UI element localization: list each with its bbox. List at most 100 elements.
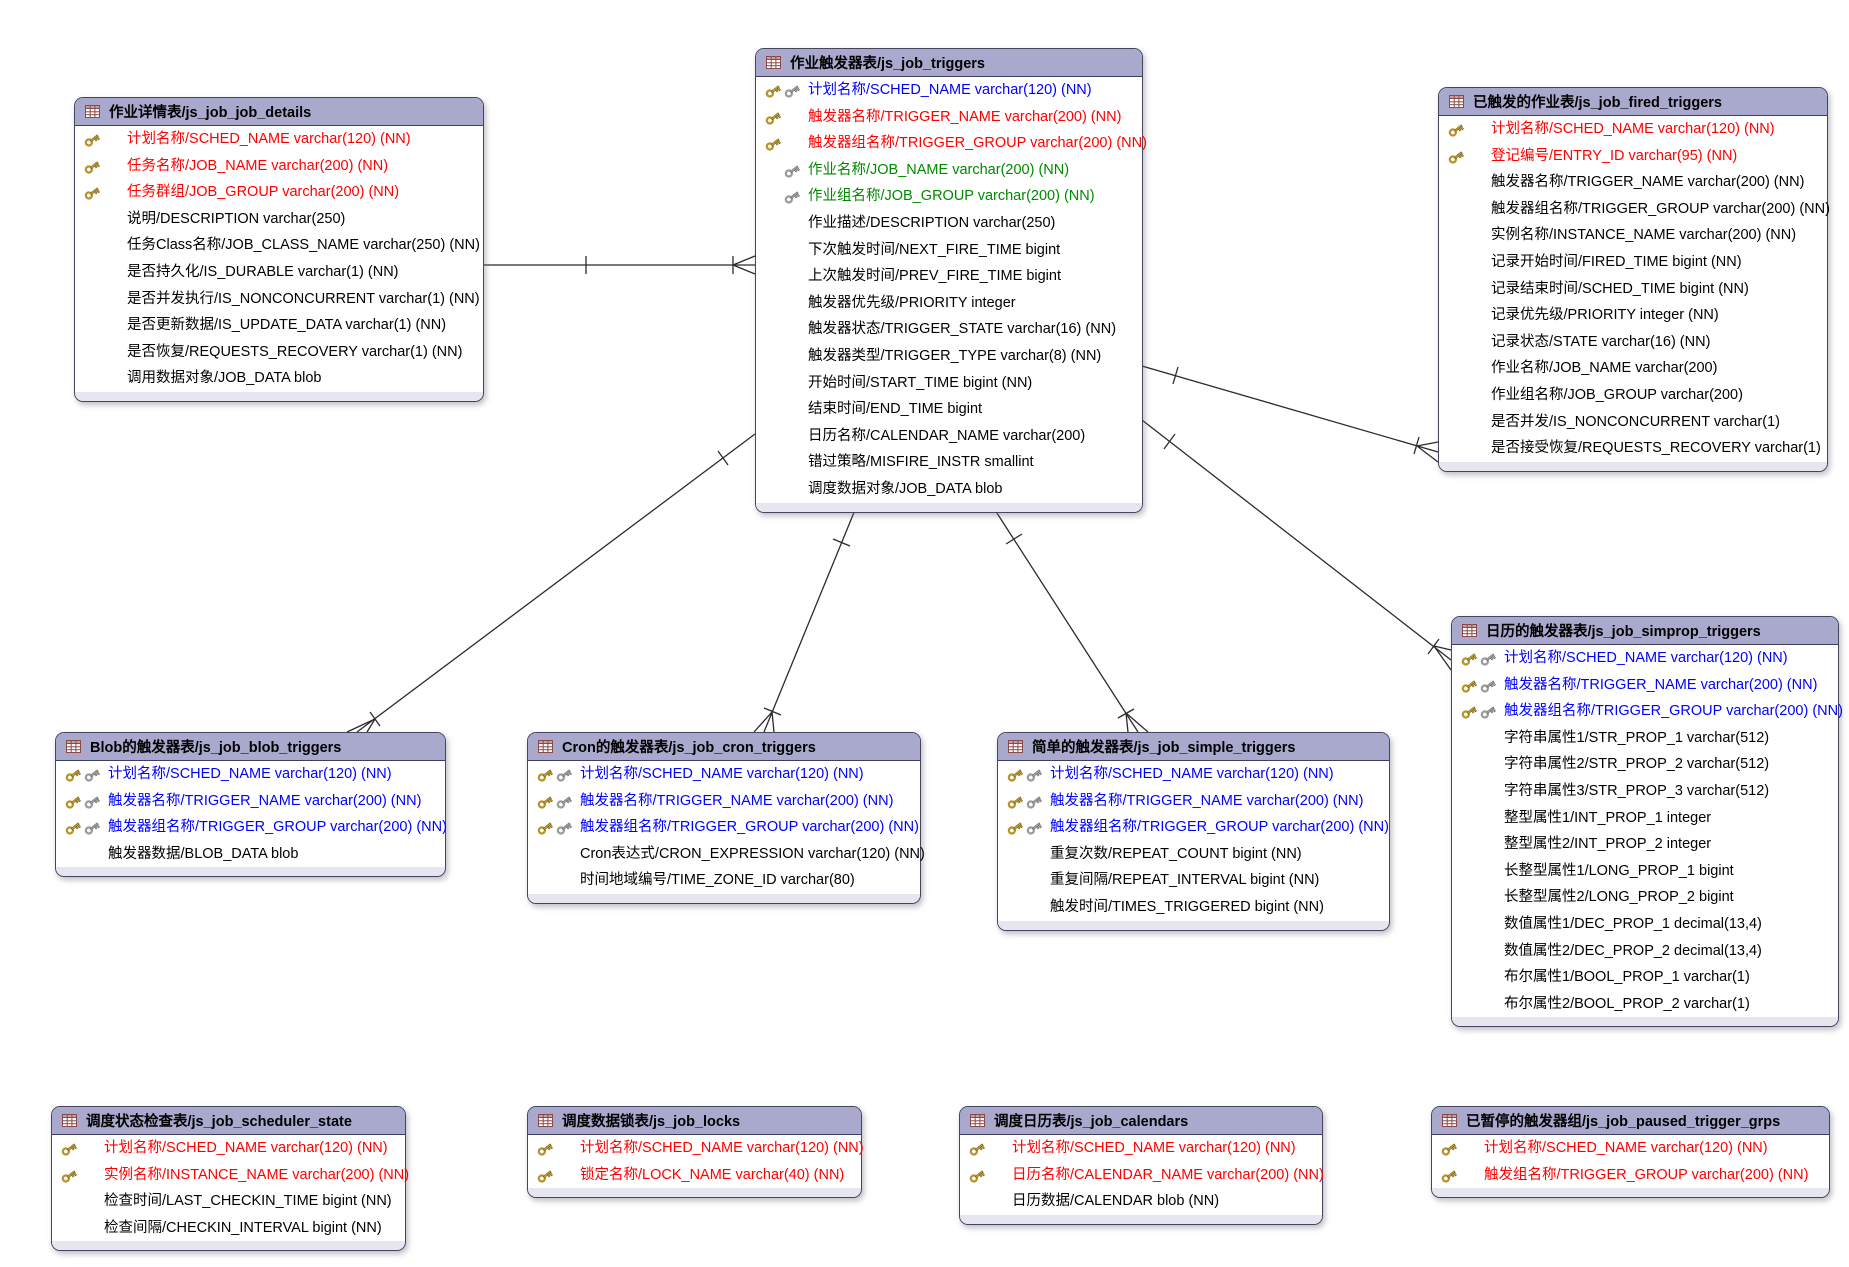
field-row[interactable]: 是否接受恢复/REQUESTS_RECOVERY varchar(1) bbox=[1439, 435, 1827, 462]
field-row[interactable]: 触发时间/TIMES_TRIGGERED bigint (NN) bbox=[998, 894, 1389, 921]
field-row[interactable]: 开始时间/START_TIME bigint (NN) bbox=[756, 370, 1142, 397]
field-row[interactable]: 错过策略/MISFIRE_INSTR smallint bbox=[756, 449, 1142, 476]
field-row[interactable]: 长整型属性1/LONG_PROP_1 bigint bbox=[1452, 858, 1838, 885]
field-row[interactable]: 触发器名称/TRIGGER_NAME varchar(200) (NN) bbox=[56, 788, 445, 815]
field-row[interactable]: 计划名称/SCHED_NAME varchar(120) (NN) bbox=[52, 1135, 405, 1162]
field-row[interactable]: 触发器组名称/TRIGGER_GROUP varchar(200) (NN) bbox=[998, 814, 1389, 841]
field-row[interactable]: 任务名称/JOB_NAME varchar(200) (NN) bbox=[75, 153, 483, 180]
field-row[interactable]: 计划名称/SCHED_NAME varchar(120) (NN) bbox=[998, 761, 1389, 788]
field-row[interactable]: 作业描述/DESCRIPTION varchar(250) bbox=[756, 210, 1142, 237]
field-row[interactable]: 字符串属性1/STR_PROP_1 varchar(512) bbox=[1452, 725, 1838, 752]
field-row[interactable]: 触发器组名称/TRIGGER_GROUP varchar(200) (NN) bbox=[528, 814, 920, 841]
field-row[interactable]: 检查间隔/CHECKIN_INTERVAL bigint (NN) bbox=[52, 1215, 405, 1242]
table-header[interactable]: 已暂停的触发器组/js_job_paused_trigger_grps bbox=[1432, 1107, 1829, 1135]
field-row[interactable]: 触发器名称/TRIGGER_NAME varchar(200) (NN) bbox=[756, 104, 1142, 131]
field-row[interactable]: 调度数据对象/JOB_DATA blob bbox=[756, 476, 1142, 503]
field-row[interactable]: 计划名称/SCHED_NAME varchar(120) (NN) bbox=[528, 1135, 864, 1162]
table-header[interactable]: 调度日历表/js_job_calendars bbox=[960, 1107, 1322, 1135]
field-row[interactable]: 作业名称/JOB_NAME varchar(200) bbox=[1439, 355, 1827, 382]
field-row[interactable]: 作业组名称/JOB_GROUP varchar(200) bbox=[1439, 382, 1827, 409]
field-row[interactable]: 触发器名称/TRIGGER_NAME varchar(200) (NN) bbox=[528, 788, 920, 815]
field-row[interactable]: 记录状态/STATE varchar(16) (NN) bbox=[1439, 329, 1827, 356]
field-row[interactable]: 触发组名称/TRIGGER_GROUP varchar(200) (NN) bbox=[1432, 1162, 1829, 1189]
field-row[interactable]: 任务群组/JOB_GROUP varchar(200) (NN) bbox=[75, 179, 483, 206]
field-row[interactable]: 是否并发/IS_NONCONCURRENT varchar(1) bbox=[1439, 409, 1827, 436]
table-header[interactable]: 已触发的作业表/js_job_fired_triggers bbox=[1439, 88, 1827, 116]
field-row[interactable]: 触发器优先级/PRIORITY integer bbox=[756, 290, 1142, 317]
field-row[interactable]: 触发器名称/TRIGGER_NAME varchar(200) (NN) bbox=[998, 788, 1389, 815]
field-row[interactable]: Cron表达式/CRON_EXPRESSION varchar(120) (NN… bbox=[528, 841, 925, 868]
field-row[interactable]: 任务Class名称/JOB_CLASS_NAME varchar(250) (N… bbox=[75, 232, 483, 259]
field-row[interactable]: 长整型属性2/LONG_PROP_2 bigint bbox=[1452, 884, 1838, 911]
field-row[interactable]: 计划名称/SCHED_NAME varchar(120) (NN) bbox=[1439, 116, 1827, 143]
field-row[interactable]: 实例名称/INSTANCE_NAME varchar(200) (NN) bbox=[52, 1162, 409, 1189]
field-row[interactable]: 布尔属性2/BOOL_PROP_2 varchar(1) bbox=[1452, 991, 1838, 1018]
field-row[interactable]: 计划名称/SCHED_NAME varchar(120) (NN) bbox=[960, 1135, 1322, 1162]
field-row[interactable]: 锁定名称/LOCK_NAME varchar(40) (NN) bbox=[528, 1162, 861, 1189]
field-row[interactable]: 计划名称/SCHED_NAME varchar(120) (NN) bbox=[75, 126, 483, 153]
field-row[interactable]: 记录开始时间/FIRED_TIME bigint (NN) bbox=[1439, 249, 1827, 276]
table-header[interactable]: 作业详情表/js_job_job_details bbox=[75, 98, 483, 126]
field-row[interactable]: 下次触发时间/NEXT_FIRE_TIME bigint bbox=[756, 237, 1142, 264]
table-header[interactable]: Cron的触发器表/js_job_cron_triggers bbox=[528, 733, 920, 761]
field-row[interactable]: 触发器组名称/TRIGGER_GROUP varchar(200) (NN) bbox=[756, 130, 1147, 157]
field-row[interactable]: 调用数据对象/JOB_DATA blob bbox=[75, 365, 483, 392]
field-row[interactable]: 作业组名称/JOB_GROUP varchar(200) (NN) bbox=[756, 183, 1142, 210]
table-header[interactable]: Blob的触发器表/js_job_blob_triggers bbox=[56, 733, 445, 761]
field-row[interactable]: 重复次数/REPEAT_COUNT bigint (NN) bbox=[998, 841, 1389, 868]
field-row[interactable]: 整型属性1/INT_PROP_1 integer bbox=[1452, 805, 1838, 832]
relationship-triggers-blob[interactable] bbox=[346, 433, 756, 733]
field-row[interactable]: 触发器状态/TRIGGER_STATE varchar(16) (NN) bbox=[756, 316, 1142, 343]
field-row[interactable]: 结束时间/END_TIME bigint bbox=[756, 396, 1142, 423]
field-row[interactable]: 触发器组名称/TRIGGER_GROUP varchar(200) (NN) bbox=[56, 814, 447, 841]
field-row[interactable]: 触发器组名称/TRIGGER_GROUP varchar(200) (NN) bbox=[1439, 196, 1830, 223]
relationship-triggers-cron[interactable] bbox=[753, 509, 856, 733]
field-row[interactable]: 触发器类型/TRIGGER_TYPE varchar(8) (NN) bbox=[756, 343, 1142, 370]
field-row[interactable]: 字符串属性2/STR_PROP_2 varchar(512) bbox=[1452, 751, 1838, 778]
table-header[interactable]: 简单的触发器表/js_job_simple_triggers bbox=[998, 733, 1389, 761]
field-row[interactable]: 说明/DESCRIPTION varchar(250) bbox=[75, 206, 483, 233]
field-row[interactable]: 布尔属性1/BOOL_PROP_1 varchar(1) bbox=[1452, 964, 1838, 991]
field-row[interactable]: 记录优先级/PRIORITY integer (NN) bbox=[1439, 302, 1827, 329]
field-row[interactable]: 是否并发执行/IS_NONCONCURRENT varchar(1) (NN) bbox=[75, 286, 483, 313]
field-row[interactable]: 记录结束时间/SCHED_TIME bigint (NN) bbox=[1439, 276, 1827, 303]
field-row[interactable]: 是否恢复/REQUESTS_RECOVERY varchar(1) (NN) bbox=[75, 339, 483, 366]
relationship-triggers-simple[interactable] bbox=[994, 509, 1149, 733]
field-row[interactable]: 数值属性2/DEC_PROP_2 decimal(13,4) bbox=[1452, 938, 1838, 965]
field-row[interactable]: 触发器组名称/TRIGGER_GROUP varchar(200) (NN) bbox=[1452, 698, 1843, 725]
field-row[interactable]: 上次触发时间/PREV_FIRE_TIME bigint bbox=[756, 263, 1142, 290]
field-row[interactable]: 数值属性1/DEC_PROP_1 decimal(13,4) bbox=[1452, 911, 1838, 938]
field-row[interactable]: 时间地域编号/TIME_ZONE_ID varchar(80) bbox=[528, 867, 920, 894]
field-row[interactable]: 计划名称/SCHED_NAME varchar(120) (NN) bbox=[528, 761, 920, 788]
field-row[interactable]: 字符串属性3/STR_PROP_3 varchar(512) bbox=[1452, 778, 1838, 805]
field-row[interactable]: 触发器名称/TRIGGER_NAME varchar(200) (NN) bbox=[1452, 672, 1838, 699]
field-row[interactable]: 登记编号/ENTRY_ID varchar(95) (NN) bbox=[1439, 143, 1827, 170]
table-header[interactable]: 调度状态检查表/js_job_scheduler_state bbox=[52, 1107, 405, 1135]
field-row[interactable]: 是否持久化/IS_DURABLE varchar(1) (NN) bbox=[75, 259, 483, 286]
relationship-triggers-fired[interactable] bbox=[1141, 365, 1439, 463]
relationship-details-triggers[interactable] bbox=[482, 255, 756, 275]
field-row[interactable]: 计划名称/SCHED_NAME varchar(120) (NN) bbox=[1432, 1135, 1829, 1162]
field-row[interactable]: 实例名称/INSTANCE_NAME varchar(200) (NN) bbox=[1439, 222, 1827, 249]
field-row[interactable]: 触发器名称/TRIGGER_NAME varchar(200) (NN) bbox=[1439, 169, 1827, 196]
field-row[interactable]: 计划名称/SCHED_NAME varchar(120) (NN) bbox=[56, 761, 445, 788]
field-row[interactable]: 计划名称/SCHED_NAME varchar(120) (NN) bbox=[1452, 645, 1838, 672]
field-row[interactable]: 作业名称/JOB_NAME varchar(200) (NN) bbox=[756, 157, 1142, 184]
field-row[interactable]: 整型属性2/INT_PROP_2 integer bbox=[1452, 831, 1838, 858]
table-header[interactable]: 日历的触发器表/js_job_simprop_triggers bbox=[1452, 617, 1838, 645]
table-header[interactable]: 作业触发器表/js_job_triggers bbox=[756, 49, 1142, 77]
relationship-triggers-simprop[interactable] bbox=[1141, 419, 1452, 671]
field-row[interactable]: 触发器数据/BLOB_DATA blob bbox=[56, 841, 445, 868]
field-row[interactable]: 是否更新数据/IS_UPDATE_DATA varchar(1) (NN) bbox=[75, 312, 483, 339]
